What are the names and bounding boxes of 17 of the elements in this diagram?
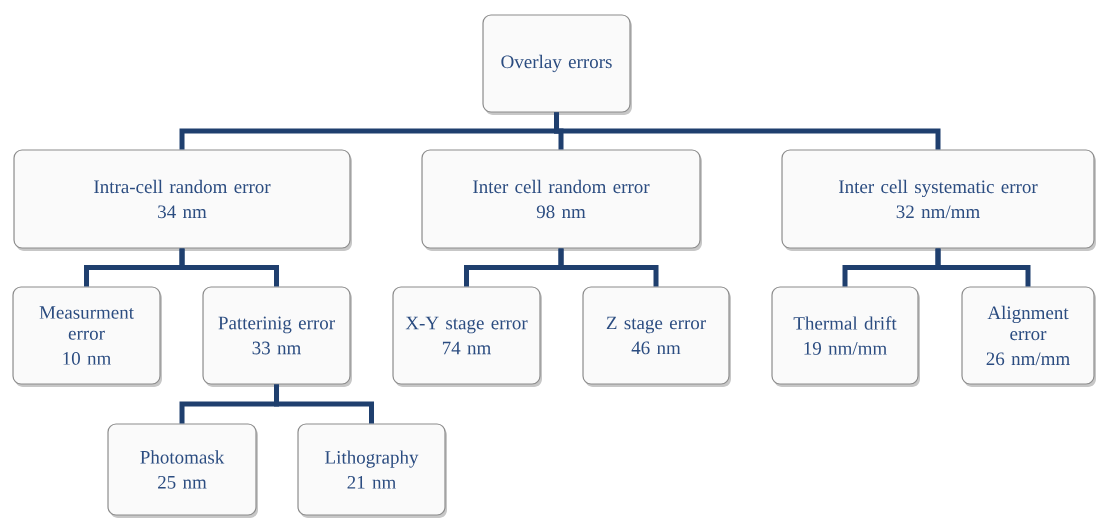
error-box: Patterinig error 33 nm — [202, 286, 351, 385]
error-box: Photomask 25 nm — [107, 423, 257, 516]
error-box: Intra-cell random error 34 nm — [13, 149, 351, 249]
error-box: Thermal drift 19 nm/mm — [771, 286, 919, 385]
connector-line — [935, 248, 1031, 287]
error-box: Overlay errors — [482, 14, 631, 113]
error-box: Inter cell random error 98 nm — [421, 149, 701, 249]
error-box: Z stage error 46 nm — [582, 286, 730, 385]
error-box: Inter cell systematic error 32 nm/mm — [781, 149, 1095, 249]
connector-line — [274, 384, 374, 424]
error-box: Measurment error 10 nm — [12, 286, 161, 385]
connector-line — [179, 248, 279, 287]
connector-line — [554, 112, 941, 150]
error-box: Lithography 21 nm — [297, 423, 446, 516]
error-box: Alignment error 26 nm/mm — [961, 286, 1095, 385]
connector-line — [558, 248, 659, 287]
error-box: X-Y stage error 74 nm — [392, 286, 541, 385]
